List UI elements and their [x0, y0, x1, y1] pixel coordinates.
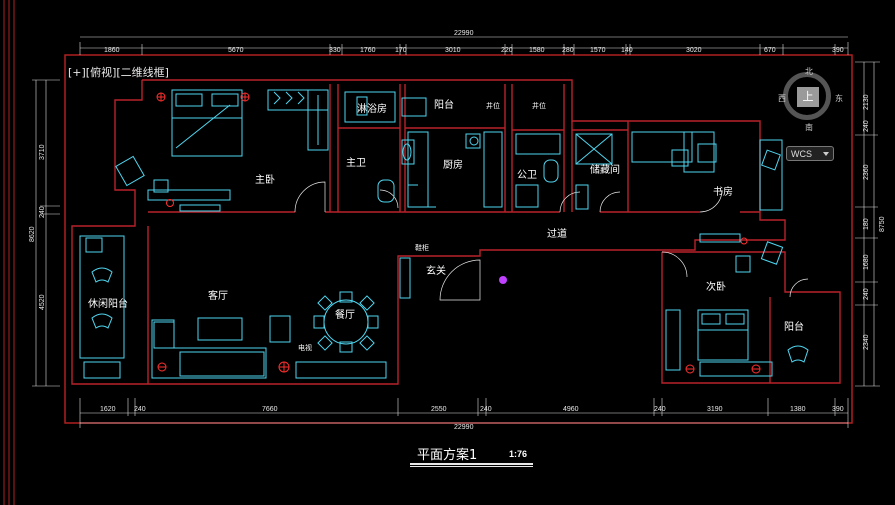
- compass-east[interactable]: 东: [835, 94, 843, 103]
- bottom-dimension-chain: [79, 398, 849, 428]
- room-second-bedroom: 次卧: [706, 280, 726, 293]
- room-study: 书房: [713, 185, 733, 198]
- dim-top-6: 3010: [445, 47, 461, 54]
- dim-bottom-3: 7660: [262, 406, 278, 413]
- dim-bottom-10: 390: [832, 406, 844, 413]
- dim-right-total: 8750: [879, 216, 886, 232]
- dining-table-shape: [323, 299, 369, 345]
- room-labels: 主卧 主卫 淋浴房 阳台 厨房 公卫 储藏间 书房 过道 玄关 客厅 餐厅 休闲…: [88, 98, 804, 352]
- dim-left-3: 4520: [39, 294, 46, 310]
- plant-marker: [499, 276, 507, 284]
- compass-north[interactable]: 北: [805, 67, 813, 76]
- dim-top-3: 330: [329, 47, 341, 54]
- viewport-controls-label[interactable]: [+][俯视][二维线框]: [68, 66, 169, 79]
- viewcube[interactable]: 上 北 南 东 西: [778, 67, 843, 132]
- dim-left-total: 8620: [29, 226, 36, 242]
- room-corridor: 过道: [547, 227, 567, 240]
- door-swings: [294, 181, 809, 301]
- dim-top-total: 22990: [454, 30, 474, 37]
- dim-bottom-8: 3190: [707, 406, 723, 413]
- dim-bottom-2: 240: [134, 406, 146, 413]
- viewcube-top-face[interactable]: 上: [797, 87, 819, 107]
- walls: [71, 79, 841, 385]
- dim-top-5: 170: [395, 47, 407, 54]
- dim-top-2: 5670: [228, 47, 244, 54]
- lamp-markers: [156, 92, 761, 374]
- room-balcony-top: 阳台: [434, 98, 454, 111]
- room-leisure-balcony: 休闲阳台: [88, 297, 128, 310]
- compass-west[interactable]: 西: [778, 94, 786, 103]
- label-tv: 电视: [298, 343, 312, 352]
- dim-right-6: 240: [863, 288, 870, 300]
- dim-bottom-5: 240: [480, 406, 492, 413]
- dim-top-1: 1860: [104, 47, 120, 54]
- dim-bottom-6: 4960: [563, 406, 579, 413]
- room-storage: 储藏间: [590, 163, 620, 176]
- label-shoe: 鞋柜: [415, 243, 429, 252]
- dim-bottom-4: 2550: [431, 406, 447, 413]
- dim-left-2: 240: [39, 206, 46, 218]
- room-living: 客厅: [208, 289, 228, 302]
- room-shower: 淋浴房: [357, 102, 387, 115]
- wcs-label: WCS: [791, 149, 812, 159]
- dim-top-7: 220: [501, 47, 513, 54]
- room-master-bath: 主卫: [346, 157, 366, 169]
- master-bed: [171, 89, 243, 157]
- dim-top-14: 390: [832, 47, 844, 54]
- title-underline: [410, 463, 533, 465]
- room-public-bath: 公卫: [517, 170, 537, 181]
- dim-left-1: 3710: [39, 144, 46, 160]
- dim-right-5: 1680: [863, 254, 870, 270]
- dim-right-2: 240: [863, 120, 870, 132]
- right-dimension-chain: [855, 61, 880, 387]
- dim-top-8: 1580: [529, 47, 545, 54]
- bottom-dim-labels: 1620 240 7660 2550 240 4960 240 3190 138…: [100, 406, 844, 413]
- dim-top-13: 670: [764, 47, 776, 54]
- top-dimension-chain: [79, 36, 849, 55]
- dim-right-1: 2130: [863, 94, 870, 110]
- room-kitchen: 厨房: [443, 158, 463, 171]
- room-master-bedroom: 主卧: [255, 173, 275, 186]
- label-well-a: 井位: [486, 101, 500, 110]
- dim-top-9: 280: [562, 47, 574, 54]
- room-entrance: 玄关: [426, 264, 446, 277]
- dim-right-3: 2360: [863, 164, 870, 180]
- dim-top-4: 1760: [360, 47, 376, 54]
- label-well-b: 井位: [532, 101, 546, 110]
- dim-right-7: 2340: [863, 334, 870, 350]
- compass-ring[interactable]: [783, 72, 831, 120]
- dim-top-11: 140: [621, 47, 633, 54]
- left-dimension-chain: [32, 79, 60, 387]
- dim-bottom-9: 1380: [790, 406, 806, 413]
- dim-bottom-total: 22990: [454, 424, 474, 431]
- dim-top-12: 3020: [686, 47, 702, 54]
- room-balcony-right: 阳台: [784, 320, 804, 333]
- title-underline-thin: [410, 466, 533, 467]
- wcs-dropdown[interactable]: WCS: [786, 146, 834, 161]
- dim-bottom-1: 1620: [100, 406, 116, 413]
- dim-bottom-7: 240: [654, 406, 666, 413]
- dim-top-10: 1570: [590, 47, 606, 54]
- drawing-title: 平面方案1: [417, 448, 478, 463]
- drawing-scale: 1:76: [509, 449, 528, 459]
- room-dining: 餐厅: [335, 308, 355, 321]
- dim-right-4: 180: [863, 218, 870, 230]
- furniture: [79, 89, 809, 379]
- top-dim-labels: 1860 5670 330 1760 170 3010 220 1580 280…: [104, 47, 844, 54]
- chevron-down-icon: [823, 152, 829, 156]
- compass-south[interactable]: 南: [805, 123, 813, 132]
